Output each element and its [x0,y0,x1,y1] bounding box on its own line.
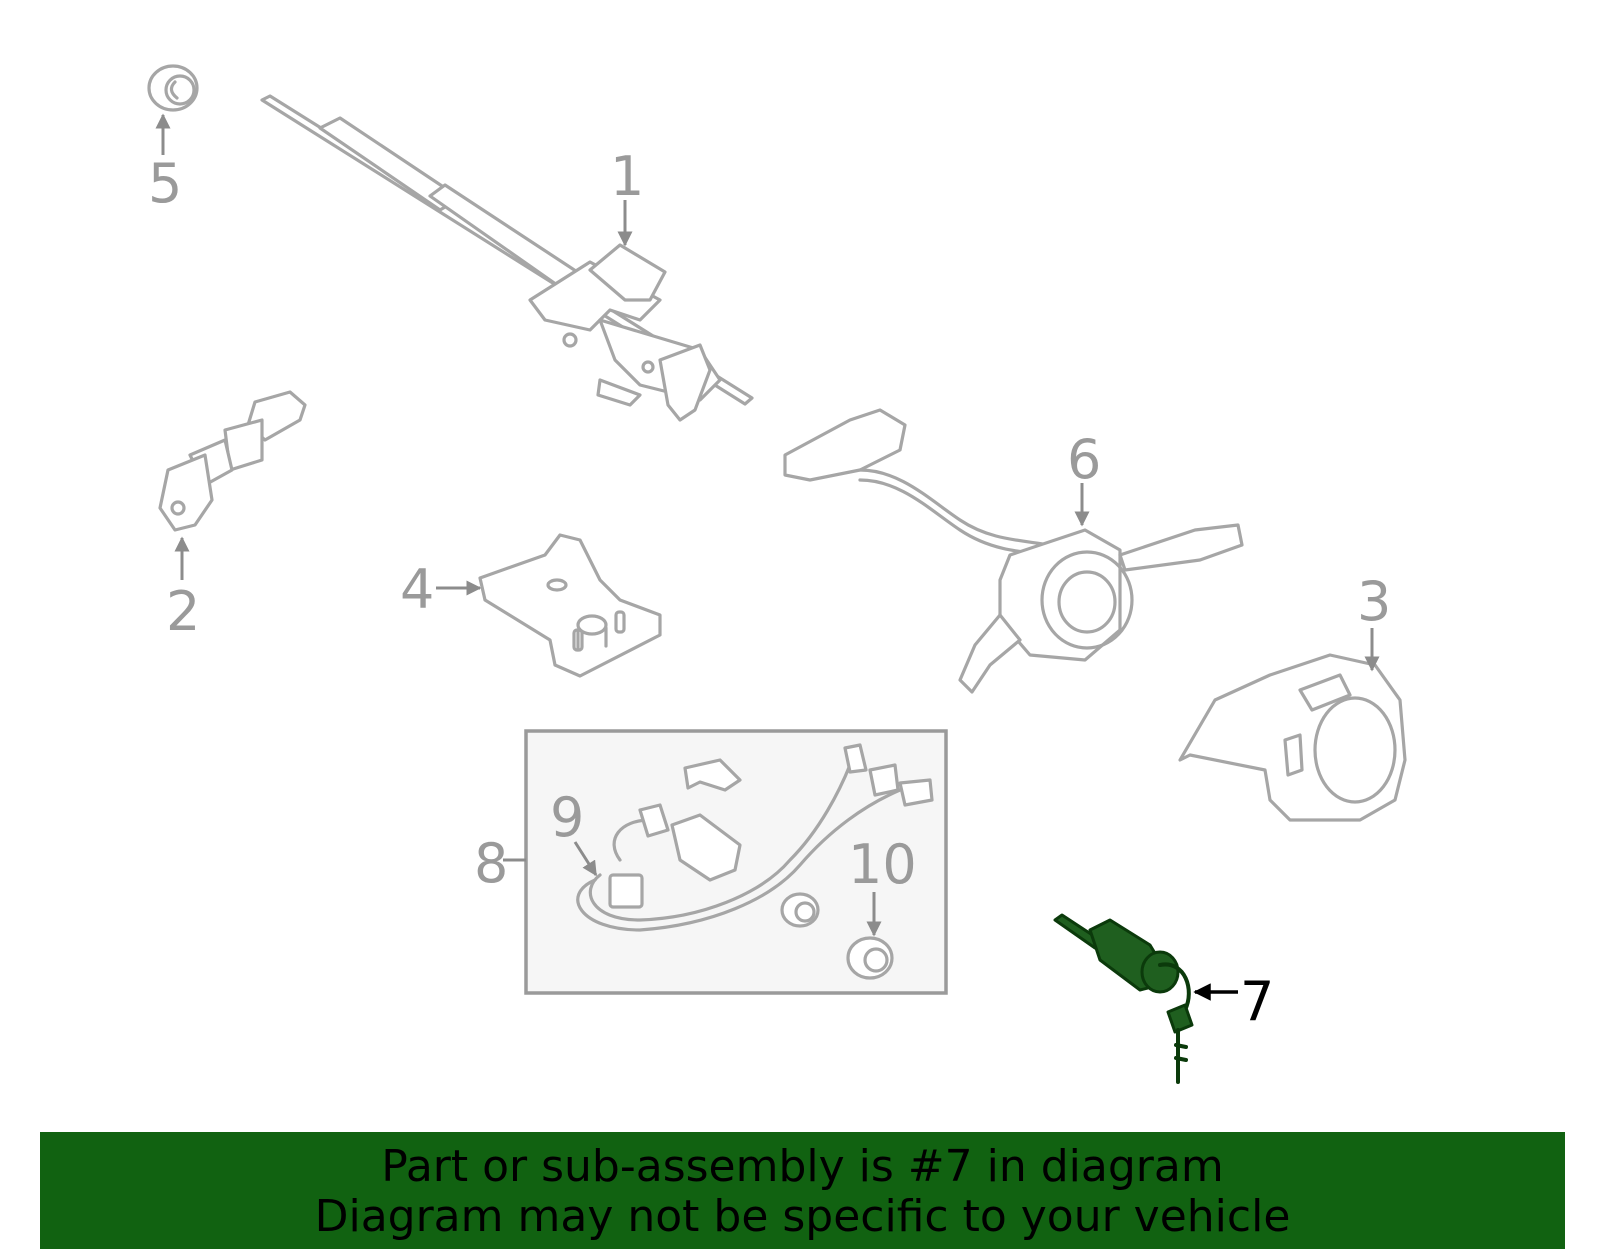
part-3-column-cover [1178,653,1407,822]
leader-9 [573,841,598,877]
parts-diagram: 5 1 2 4 [147,64,1407,1084]
part-4-bracket [478,533,662,678]
callout-2: 2 [166,580,200,643]
part-5-bushing [147,64,199,112]
callout-1: 1 [610,145,644,208]
callout-5: 5 [148,152,182,215]
banner-line-1: Part or sub-assembly is #7 in diagram [381,1141,1224,1192]
callout-7: 7 [1240,970,1274,1033]
part-10-ring [846,936,894,980]
part-2-universal-joint [158,390,307,532]
callout-4: 4 [400,558,434,621]
banner-line-2: Diagram may not be specific to your vehi… [314,1191,1291,1242]
info-banner: Part or sub-assembly is #7 in diagram Di… [40,1132,1565,1249]
callout-9: 9 [550,786,584,849]
part-6-combination-switch [783,408,1244,694]
callout-10: 10 [848,833,917,896]
part-1-steering-column [260,94,754,422]
part-7-ignition-lock-cylinder [1053,913,1194,1084]
callout-8: 8 [474,832,508,895]
callout-3: 3 [1357,570,1391,633]
callout-6: 6 [1067,428,1101,491]
